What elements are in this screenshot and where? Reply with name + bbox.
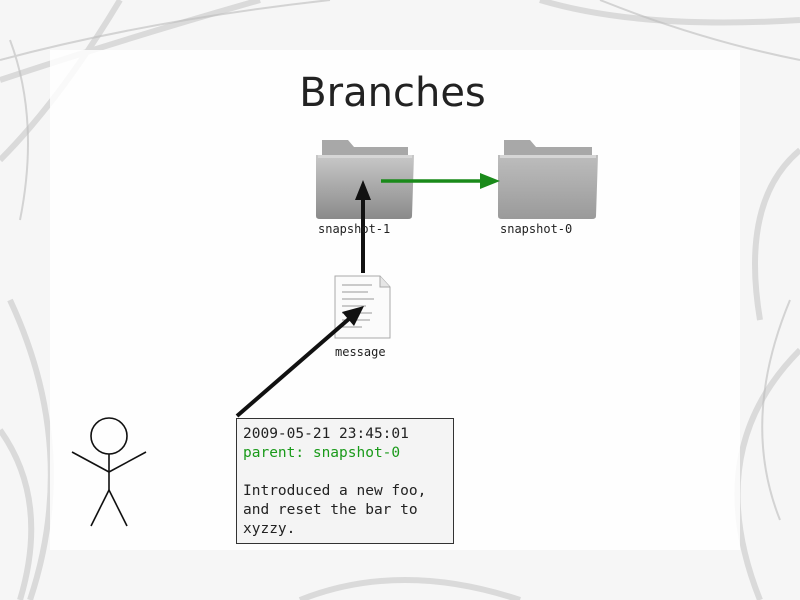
commit-date: 2009-05-21 23:45:01 — [243, 426, 409, 442]
branch-arrow — [381, 173, 500, 189]
commit-parent: parent: snapshot-0 — [243, 445, 401, 461]
commit-body-line: Introduced a new foo, — [243, 483, 427, 499]
stick-figure-icon — [71, 417, 147, 527]
message-arrow — [235, 306, 364, 418]
parent-arrow — [355, 180, 371, 273]
message-label: message — [335, 345, 386, 359]
snapshot-0-label: snapshot-0 — [500, 222, 573, 236]
commit-body-line: xyzzy. — [243, 521, 296, 537]
snapshot-1-label: snapshot-1 — [318, 222, 391, 236]
commit-message-box: 2009-05-21 23:45:01 parent: snapshot-0 I… — [236, 418, 454, 544]
folder-icon[interactable] — [498, 140, 598, 219]
commit-body-line: and reset the bar to — [243, 502, 418, 518]
slide-title: Branches — [299, 70, 486, 116]
